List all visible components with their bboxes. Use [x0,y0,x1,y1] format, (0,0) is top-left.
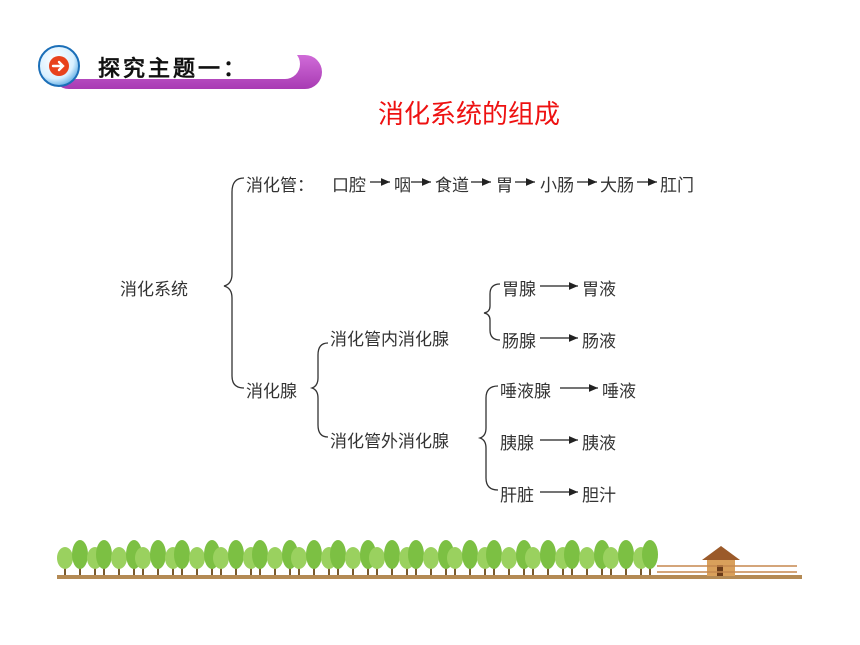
fence-icon [657,565,797,573]
node-gland: 唾液腺 [500,382,551,402]
node-glands: 消化腺 [246,382,297,402]
chain-item: 食道 [435,176,469,196]
node-gland: 胃腺 [502,280,536,300]
trees-icon [57,540,658,575]
section-banner: 探究主题一： [38,45,326,91]
node-root: 消化系统 [120,280,188,300]
banner-title: 探究主题一： [98,57,249,82]
node-inner-glands: 消化管内消化腺 [330,330,449,350]
outer-brace [477,385,499,491]
node-juice: 唾液 [602,382,636,402]
node-juice: 胃液 [582,280,616,300]
chain-item: 肛门 [660,176,694,196]
node-gland: 肠腺 [502,332,536,352]
root-brace [223,177,245,389]
chain-item: 小肠 [540,176,574,196]
node-juice: 胰液 [582,434,616,454]
banner-bar-inner [46,49,300,79]
node-juice: 肠液 [582,332,616,352]
node-outer-glands: 消化管外消化腺 [330,432,449,452]
node-gland: 肝脏 [500,486,534,506]
inner-brace [483,283,501,341]
chain-item: 口腔 [332,176,366,196]
chain-item: 胃 [496,176,513,196]
chain-item: 大肠 [600,176,634,196]
tree-row-decoration [57,540,802,579]
chain-item: 咽 [394,176,411,196]
arrow-right-icon [49,56,69,76]
arrow-circle-icon [38,45,80,87]
node-tract-label: 消化管： [246,176,314,196]
node-gland: 胰腺 [500,434,534,454]
glands-brace [309,342,329,438]
page-subtitle: 消化系统的组成 [378,100,561,130]
node-juice: 胆汁 [582,486,616,506]
